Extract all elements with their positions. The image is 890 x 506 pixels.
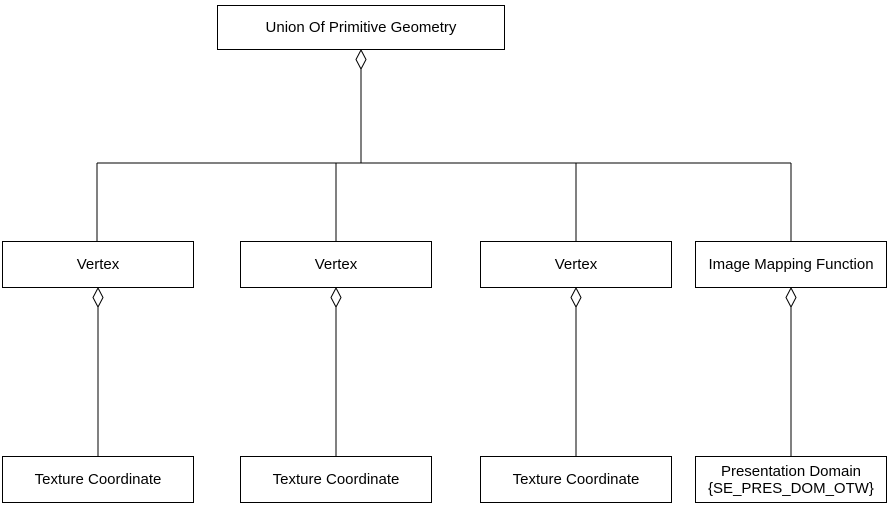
edge-root-to-children	[96, 48, 792, 241]
aggregation-diamond-icon	[785, 286, 797, 309]
node-presentation-domain: Presentation Domain {SE_PRES_DOM_OTW}	[695, 456, 887, 503]
node-vertex-3: Vertex	[480, 241, 672, 288]
aggregation-diamond-icon	[92, 286, 104, 309]
edge-vertex3-to-texture3	[570, 286, 582, 456]
aggregation-diamond-icon	[330, 286, 342, 309]
edge-vertex1-to-texture1	[92, 286, 104, 456]
node-label: Vertex	[76, 256, 120, 273]
node-union-of-primitive-geometry: Union Of Primitive Geometry	[217, 5, 505, 50]
edge-vertex2-to-texture2	[330, 286, 342, 456]
node-texture-coordinate-3: Texture Coordinate	[480, 456, 672, 503]
node-texture-coordinate-1: Texture Coordinate	[2, 456, 194, 503]
node-label: Texture Coordinate	[34, 471, 162, 488]
node-label-line1: Presentation Domain	[720, 462, 862, 480]
node-image-mapping-function: Image Mapping Function	[695, 241, 887, 288]
node-vertex-2: Vertex	[240, 241, 432, 288]
edge-imagemapping-to-presentationdomain	[785, 286, 797, 456]
node-label: Image Mapping Function	[708, 256, 874, 273]
aggregation-diamond-icon	[570, 286, 582, 309]
node-texture-coordinate-2: Texture Coordinate	[240, 456, 432, 503]
node-label: Texture Coordinate	[512, 471, 640, 488]
node-label-line2: {SE_PRES_DOM_OTW}	[708, 479, 874, 497]
node-label: Vertex	[314, 256, 358, 273]
node-vertex-1: Vertex	[2, 241, 194, 288]
node-label: Texture Coordinate	[272, 471, 400, 488]
node-label: Vertex	[554, 256, 598, 273]
node-label: Union Of Primitive Geometry	[265, 19, 457, 36]
aggregation-diamond-icon	[355, 48, 367, 71]
